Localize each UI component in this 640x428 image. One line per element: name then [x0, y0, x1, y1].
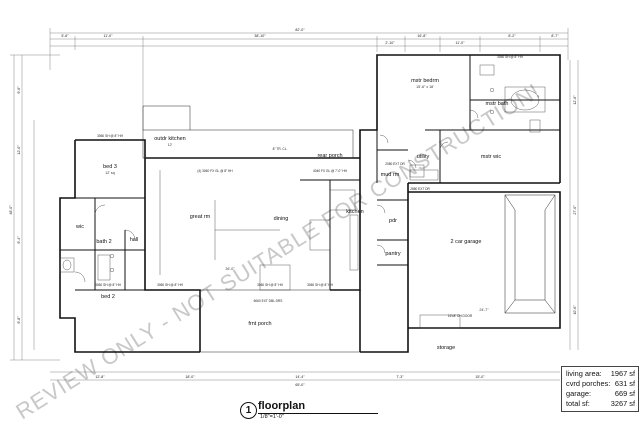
- room-rear-porch: rear porch: [317, 153, 342, 159]
- bottom-dimension-lines: 12'-8" 18'-0" 14'-4" 7'-3" 15'-0" 65'-0": [50, 371, 560, 387]
- svg-text:10'-6": 10'-6": [573, 305, 577, 315]
- svg-text:14'-4": 14'-4": [295, 375, 305, 379]
- interior-walls: [60, 55, 560, 291]
- svg-text:65'-0": 65'-0": [295, 383, 305, 387]
- svg-text:8'-7": 8'-7": [551, 34, 559, 38]
- garage-roof-lines: [504, 194, 556, 314]
- right-dimension-lines: 12'-6" 27'-0" 10'-6": [569, 60, 579, 350]
- svg-text:3060 SH @ 8" HH: 3060 SH @ 8" HH: [257, 283, 284, 287]
- svg-text:12': 12': [168, 143, 173, 147]
- svg-text:2880 EXT DR: 2880 EXT DR: [410, 187, 430, 191]
- fixture-details: [59, 64, 546, 329]
- area-row-living: living area: 1967 sf: [566, 369, 635, 378]
- svg-text:27'-0": 27'-0": [573, 205, 577, 215]
- room-bed2: bed 2: [101, 294, 115, 300]
- room-dining: dining: [274, 216, 289, 222]
- room-mstr-wic: mstr wic: [481, 154, 501, 160]
- svg-text:8'-2": 8'-2": [508, 34, 516, 38]
- svg-text:5'-6": 5'-6": [61, 34, 69, 38]
- svg-text:11'-0": 11'-0": [456, 41, 466, 45]
- svg-text:26'-0": 26'-0": [225, 267, 235, 271]
- room-storage: storage: [437, 345, 455, 351]
- room-bed3: bed 3: [103, 164, 117, 170]
- room-hall: hall: [130, 237, 139, 243]
- callout-labels: 3060 SH @ 8" HH 8" TR. CL. (4) 3060 FX G…: [95, 55, 524, 318]
- svg-text:6060 EXT DBL DRS: 6060 EXT DBL DRS: [254, 299, 283, 303]
- drawing-scale: 1/8"=1'-0": [260, 414, 284, 420]
- svg-text:3060 SH @ 8" HH: 3060 SH @ 8" HH: [95, 283, 122, 287]
- area-row-porches: cvrd porches: 631 sf: [566, 379, 635, 388]
- svg-text:12'-0": 12'-0": [17, 145, 21, 155]
- svg-text:3050 SH @ 8" HH: 3050 SH @ 8" HH: [497, 55, 524, 59]
- svg-text:(4) 3060 FX GL @ 8" HH: (4) 3060 FX GL @ 8" HH: [197, 169, 233, 173]
- svg-text:2'-10": 2'-10": [385, 41, 395, 45]
- svg-text:3060 SH @ 8" HH: 3060 SH @ 8" HH: [307, 283, 334, 287]
- svg-text:18'-0": 18'-0": [185, 375, 195, 379]
- svg-text:9'-6": 9'-6": [17, 86, 21, 94]
- svg-text:8" TR. CL.: 8" TR. CL.: [273, 147, 288, 151]
- svg-text:4040 FX GL @ 7'-0" HH: 4040 FX GL @ 7'-0" HH: [313, 169, 348, 173]
- title-underline: [258, 413, 378, 414]
- room-kitchen: kitchen: [346, 209, 363, 215]
- door-swings: [74, 109, 479, 283]
- overall-width-dimension: 82'-0": [295, 28, 305, 32]
- svg-text:9'-8": 9'-8": [17, 316, 21, 324]
- room-mstr-bedrm: mstr bedrm: [411, 78, 439, 84]
- svg-text:7'-3": 7'-3": [396, 375, 404, 379]
- room-frnt-porch: frnt porch: [248, 321, 271, 327]
- drawing-title: floorplan: [258, 400, 306, 412]
- svg-text:9'-4": 9'-4": [17, 236, 21, 244]
- room-great-rm: great rm: [190, 214, 211, 220]
- drawing-title-block: 1 floorplan 1/8"=1'-0": [240, 400, 380, 425]
- room-bed3-size: 12' sq: [105, 171, 114, 175]
- room-mstr-bedrm-size: 15'-6" x 18': [416, 85, 434, 89]
- room-labels: mstr bedrm 15'-6" x 18' mstr bath utilit…: [75, 78, 508, 351]
- svg-text:11'-0": 11'-0": [104, 34, 114, 38]
- svg-text:2080 EXT DR: 2080 EXT DR: [385, 162, 405, 166]
- top-dimension-lines: 82'-0" 5'-6" 11'-0" 38'-10" 2'-10" 16'-8…: [49, 28, 569, 130]
- room-outdr-kitchen: outdr kitchen: [154, 136, 186, 142]
- room-mud-rm: mud rm: [381, 172, 400, 178]
- left-dimension-lines: 48'-0" 9'-6" 12'-0" 9'-4" 9'-8": [9, 54, 60, 361]
- room-pantry: pantry: [385, 251, 401, 257]
- area-row-garage: garage: 669 sf: [566, 389, 635, 398]
- svg-text:38'-10": 38'-10": [254, 34, 266, 38]
- svg-text:16'-8": 16'-8": [417, 34, 427, 38]
- svg-text:3060 SH @ 8" HH: 3060 SH @ 8" HH: [157, 283, 184, 287]
- svg-text:3060 SH @ 8" HH: 3060 SH @ 8" HH: [97, 134, 124, 138]
- svg-text:12'-6": 12'-6": [573, 95, 577, 105]
- svg-text:24'-7": 24'-7": [479, 308, 489, 312]
- svg-text:16'x8' OH DOOR: 16'x8' OH DOOR: [448, 314, 473, 318]
- room-pdr: pdr: [389, 218, 397, 224]
- room-wic: wic: [75, 224, 84, 230]
- room-bath2: bath 2: [96, 239, 111, 245]
- overall-depth-dimension: 48'-0": [9, 205, 13, 215]
- room-mstr-bath: mstr bath: [486, 101, 509, 107]
- area-summary-table: living area: 1967 sf cvrd porches: 631 s…: [561, 366, 639, 412]
- area-row-total: total sf: 3267 sf: [566, 399, 635, 408]
- drawing-number: 1: [240, 402, 257, 419]
- room-garage: 2 car garage: [451, 239, 482, 245]
- svg-text:12'-8": 12'-8": [95, 375, 105, 379]
- room-utility: utility: [417, 154, 430, 160]
- svg-text:15'-0": 15'-0": [475, 375, 485, 379]
